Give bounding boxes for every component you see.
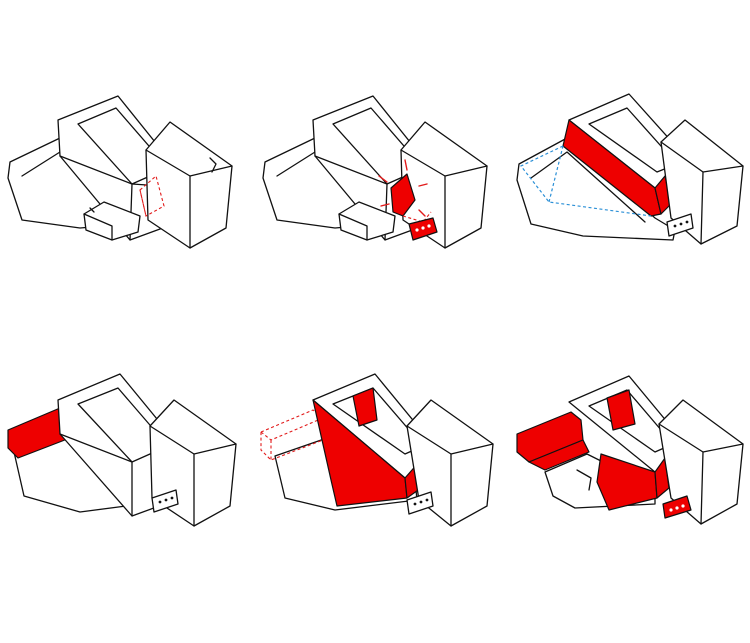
small-wing-block	[83, 201, 141, 241]
dashed-cut-outline	[139, 175, 165, 217]
small-block-outline	[666, 213, 694, 237]
dashed-left-wing	[260, 409, 324, 461]
red-cut-piece	[390, 173, 416, 217]
emphasis-lines	[378, 159, 428, 217]
tower-block	[658, 399, 744, 525]
dashed-link	[402, 211, 432, 223]
tower-block	[660, 119, 744, 245]
panel-step-3	[516, 93, 744, 245]
small-block-outline	[406, 491, 434, 515]
red-wing-bar	[516, 411, 590, 471]
tower-block	[145, 121, 233, 249]
blue-dashed-outline	[520, 145, 652, 217]
small-block-filled	[662, 495, 692, 519]
panel-step-4	[7, 373, 237, 527]
red-core	[596, 389, 670, 511]
panel-step-6	[516, 375, 744, 525]
small-block-outline	[151, 489, 179, 513]
red-core	[312, 387, 422, 507]
small-wing-block	[338, 201, 396, 241]
tower-block	[400, 121, 488, 249]
small-block-filled	[408, 217, 438, 241]
panel-step-2	[262, 95, 488, 249]
panel-step-1	[7, 95, 233, 249]
panel-step-5	[260, 373, 494, 527]
